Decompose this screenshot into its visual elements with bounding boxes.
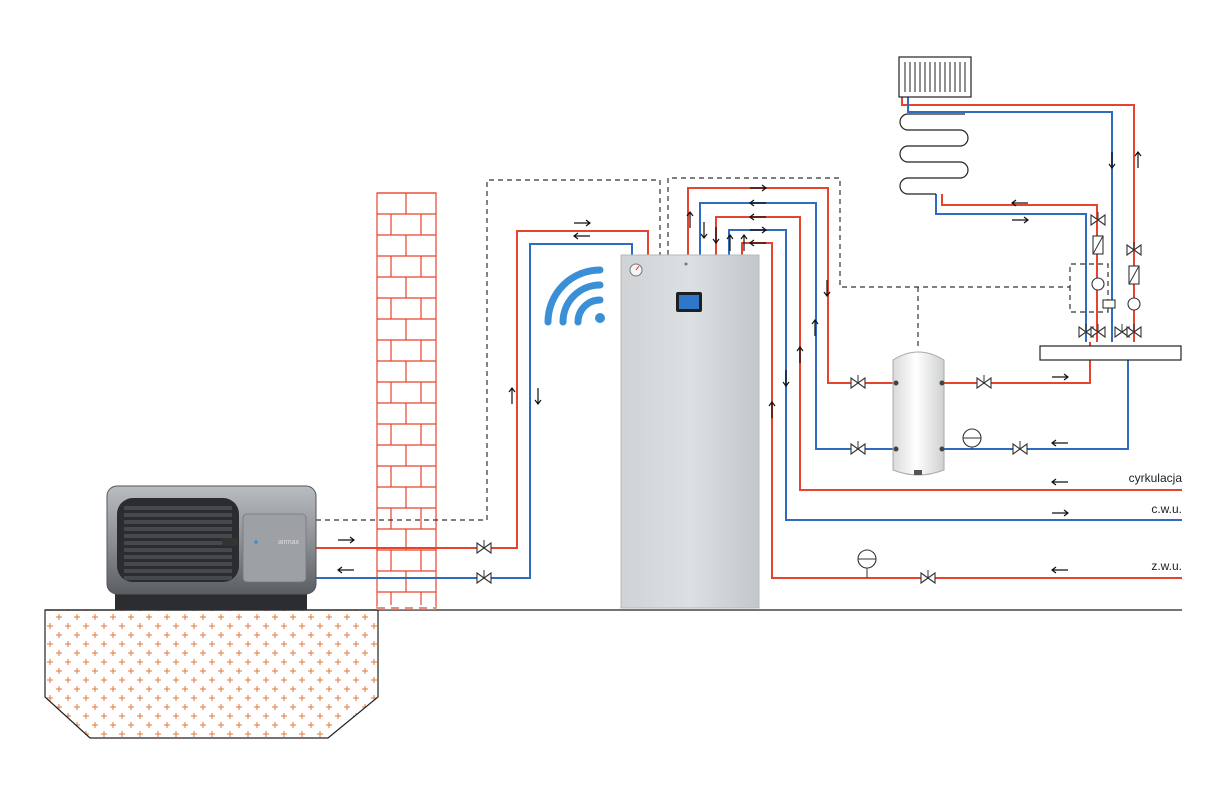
radiator (898, 56, 972, 98)
radiator-circuit (901, 96, 1135, 342)
outdoor-heat-pump: airmax (106, 485, 317, 610)
circulation-label: cyrkulacja (1129, 471, 1183, 485)
valves (476, 212, 1142, 585)
manifold (1039, 345, 1182, 361)
hot-water-tank (892, 351, 945, 476)
foundation (44, 609, 379, 739)
brick-wall (376, 192, 437, 610)
cold-water-label: z.w.u. (1151, 559, 1182, 573)
floor-heating-coil (899, 113, 969, 195)
expansion-vessel-cold (857, 549, 877, 578)
indoor-unit (620, 254, 760, 609)
control-wiring (316, 177, 1109, 521)
pump-group (1091, 235, 1141, 311)
flow-arrows (337, 151, 1142, 574)
wifi-icon (544, 266, 605, 326)
expansion-vessel-hot (962, 428, 982, 449)
hot-water-label: c.w.u. (1151, 502, 1182, 516)
heat-pump-pipes (316, 230, 649, 579)
outdoor-unit-brand: airmax (278, 539, 300, 546)
